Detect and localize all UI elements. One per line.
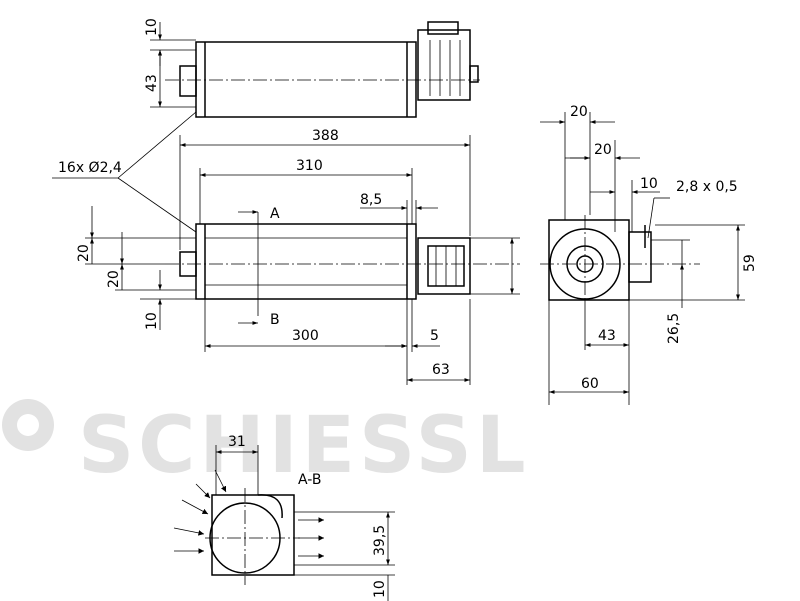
dim-39-5: 39,5: [372, 525, 388, 556]
section-a-label: A: [270, 206, 280, 222]
dim-10-sec: 10: [372, 580, 388, 598]
watermark-text: SCHIESSL: [78, 401, 530, 491]
dim-31: 31: [228, 434, 246, 450]
dim-300: 300: [292, 328, 319, 344]
holes-callout: 16x Ø2,4: [52, 111, 197, 233]
front-dimensions: 388 310 8,5 20 20 10 300: [76, 128, 520, 385]
dim-20-side2: 20: [594, 142, 612, 158]
section-b-label: B: [270, 312, 280, 328]
dim-10-top: 10: [144, 18, 160, 36]
section-title: A-B: [298, 472, 321, 488]
dim-60: 60: [581, 376, 599, 392]
terminal-label: 2,8 x 0,5: [676, 179, 738, 195]
dim-59: 59: [742, 254, 758, 272]
dim-63: 63: [432, 362, 450, 378]
section-view: A-B: [173, 469, 324, 585]
holes-label: 16x Ø2,4: [58, 160, 122, 176]
dim-388: 388: [312, 128, 339, 144]
dim-20-a: 20: [76, 244, 92, 262]
watermark-logo: SCHIESSL: [2, 399, 530, 491]
dim-43-top: 43: [144, 74, 160, 92]
front-view: A B: [165, 206, 520, 328]
dim-20-b: 20: [106, 270, 122, 288]
dim-20-side: 20: [570, 104, 588, 120]
dim-43-side: 43: [598, 328, 616, 344]
dim-10-front: 10: [144, 312, 160, 330]
dim-10-side: 10: [640, 176, 658, 192]
side-view: [540, 215, 700, 301]
side-dimensions: 20 20 10 2,8 x 0,5 59 26,5 43 60: [540, 104, 758, 405]
dim-5: 5: [430, 328, 439, 344]
dim-310: 310: [296, 158, 323, 174]
section-dimensions: 31 39,5 10: [215, 434, 395, 601]
top-view: 10 43: [144, 18, 480, 118]
dim-8-5: 8,5: [360, 192, 382, 208]
dim-26-5: 26,5: [666, 313, 682, 344]
